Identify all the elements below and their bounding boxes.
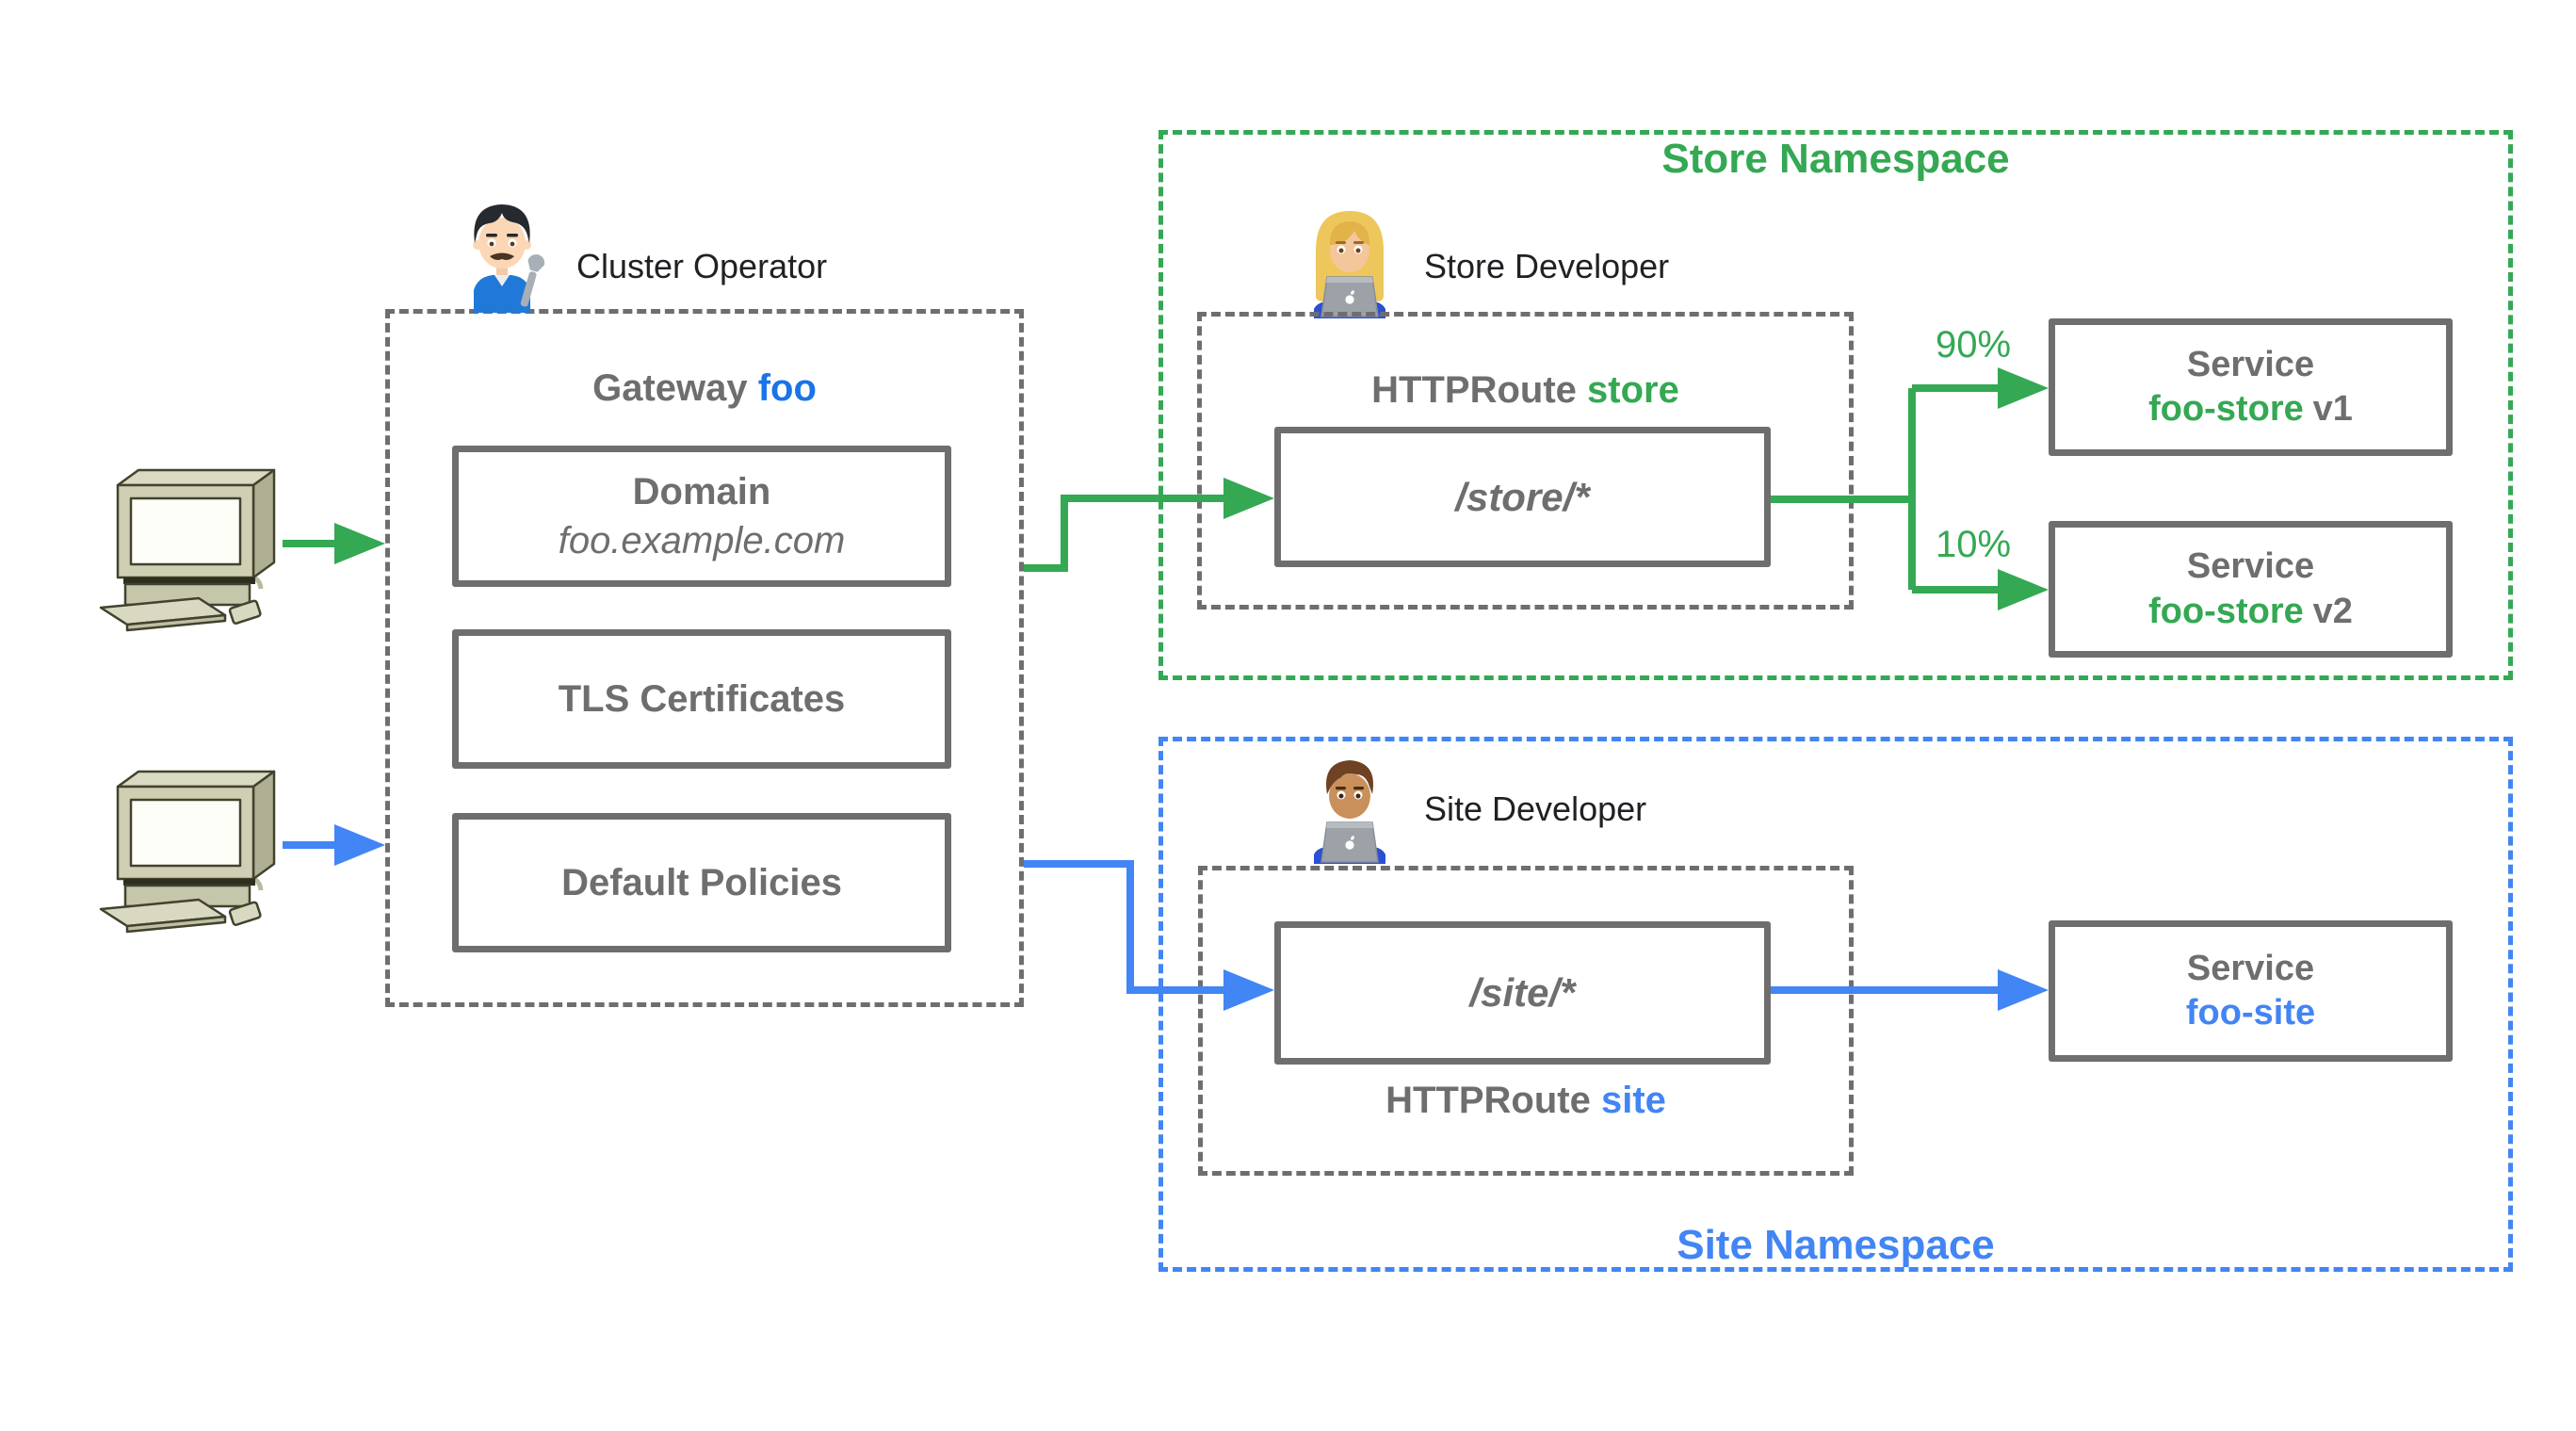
store-developer-avatar (1303, 205, 1397, 318)
client-computer-1 (89, 457, 287, 636)
site-namespace-box (1158, 737, 2513, 1272)
service-name: foo-store (2148, 389, 2304, 429)
httproute-store-name: store (1587, 369, 1679, 411)
service-name-line: foo-site (2186, 991, 2315, 1036)
woman-technologist-emoji (1314, 211, 1385, 318)
service-version: v1 (2312, 389, 2353, 429)
httproute-site-box (1198, 866, 1854, 1176)
service-foo-site-box: Service foo-site (2049, 920, 2453, 1062)
store-route-path: /store/* (1455, 474, 1590, 519)
service-version: v2 (2312, 591, 2353, 631)
service-name: foo-site (2185, 993, 2316, 1033)
store-namespace-title: Store Namespace (1661, 136, 2010, 182)
tls-certificates-label: TLS Certificates (558, 678, 846, 720)
service-label: Service (2186, 344, 2315, 384)
site-developer-avatar (1303, 751, 1397, 864)
cluster-operator-avatar (455, 196, 549, 313)
tls-certificates-box: TLS Certificates (452, 629, 951, 769)
httproute-site-prefix: HTTPRoute (1385, 1080, 1601, 1121)
default-policies-label: Default Policies (561, 862, 842, 903)
site-route-path: /site/* (1469, 970, 1576, 1015)
store-traffic-split-connector (1771, 388, 1916, 590)
gateway-group-box (385, 309, 1024, 1007)
default-policies-box: Default Policies (452, 813, 951, 952)
httproute-site-title: HTTPRoute site (1198, 1080, 1854, 1122)
man-mechanic-emoji (473, 204, 545, 313)
gateway-title: Gateway foo (385, 367, 1024, 410)
man-technologist-emoji (1314, 760, 1385, 864)
httproute-store-prefix: HTTPRoute (1371, 369, 1588, 411)
traffic-weight-10: 10% (1935, 524, 2012, 565)
desktop-computer-icon (99, 770, 276, 934)
httproute-site-name: site (1600, 1080, 1666, 1121)
domain-box: Domain foo.example.com (452, 446, 951, 587)
arrow-gateway-to-site-route (1024, 860, 1274, 1011)
cluster-operator-label: Cluster Operator (576, 247, 828, 285)
store-namespace-box (1158, 130, 2513, 680)
service-name: foo-store (2148, 591, 2304, 631)
gateway-title-prefix: Gateway (592, 367, 758, 409)
desktop-computer-icon (99, 468, 276, 632)
gateway-title-name: foo (757, 367, 817, 409)
client-computer-2 (89, 758, 287, 937)
site-developer-label: Site Developer (1424, 789, 1647, 828)
domain-box-title: Domain (632, 471, 771, 512)
domain-box-value: foo.example.com (558, 520, 846, 561)
site-route-rule-box: /site/* (1274, 921, 1771, 1065)
arrow-gateway-to-store-route (1024, 478, 1274, 572)
httproute-store-title: HTTPRoute store (1197, 369, 1854, 412)
service-label: Service (2186, 546, 2315, 586)
httproute-store-box (1197, 312, 1854, 610)
store-developer-label: Store Developer (1424, 247, 1670, 285)
site-namespace-title: Site Namespace (1677, 1222, 1995, 1268)
store-route-rule-box: /store/* (1274, 427, 1771, 567)
service-label: Service (2186, 948, 2315, 988)
traffic-weight-90: 90% (1935, 324, 2012, 366)
